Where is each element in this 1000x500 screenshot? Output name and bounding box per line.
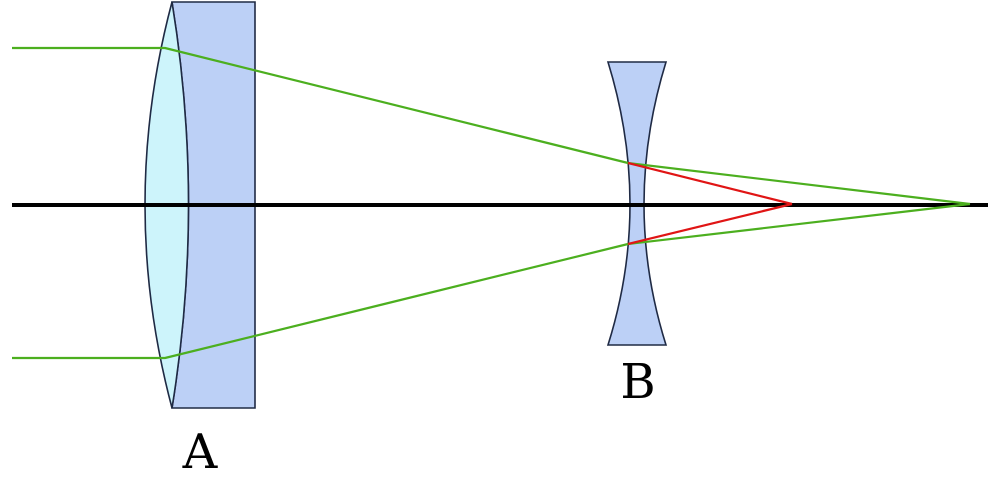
red-ray-bottom <box>627 202 793 246</box>
red-ray-top <box>627 161 793 206</box>
lens-a-label: A <box>182 424 219 480</box>
lens-b-label: B <box>620 354 655 410</box>
green-ray-top <box>12 46 971 206</box>
green-ray-bottom <box>12 202 971 360</box>
